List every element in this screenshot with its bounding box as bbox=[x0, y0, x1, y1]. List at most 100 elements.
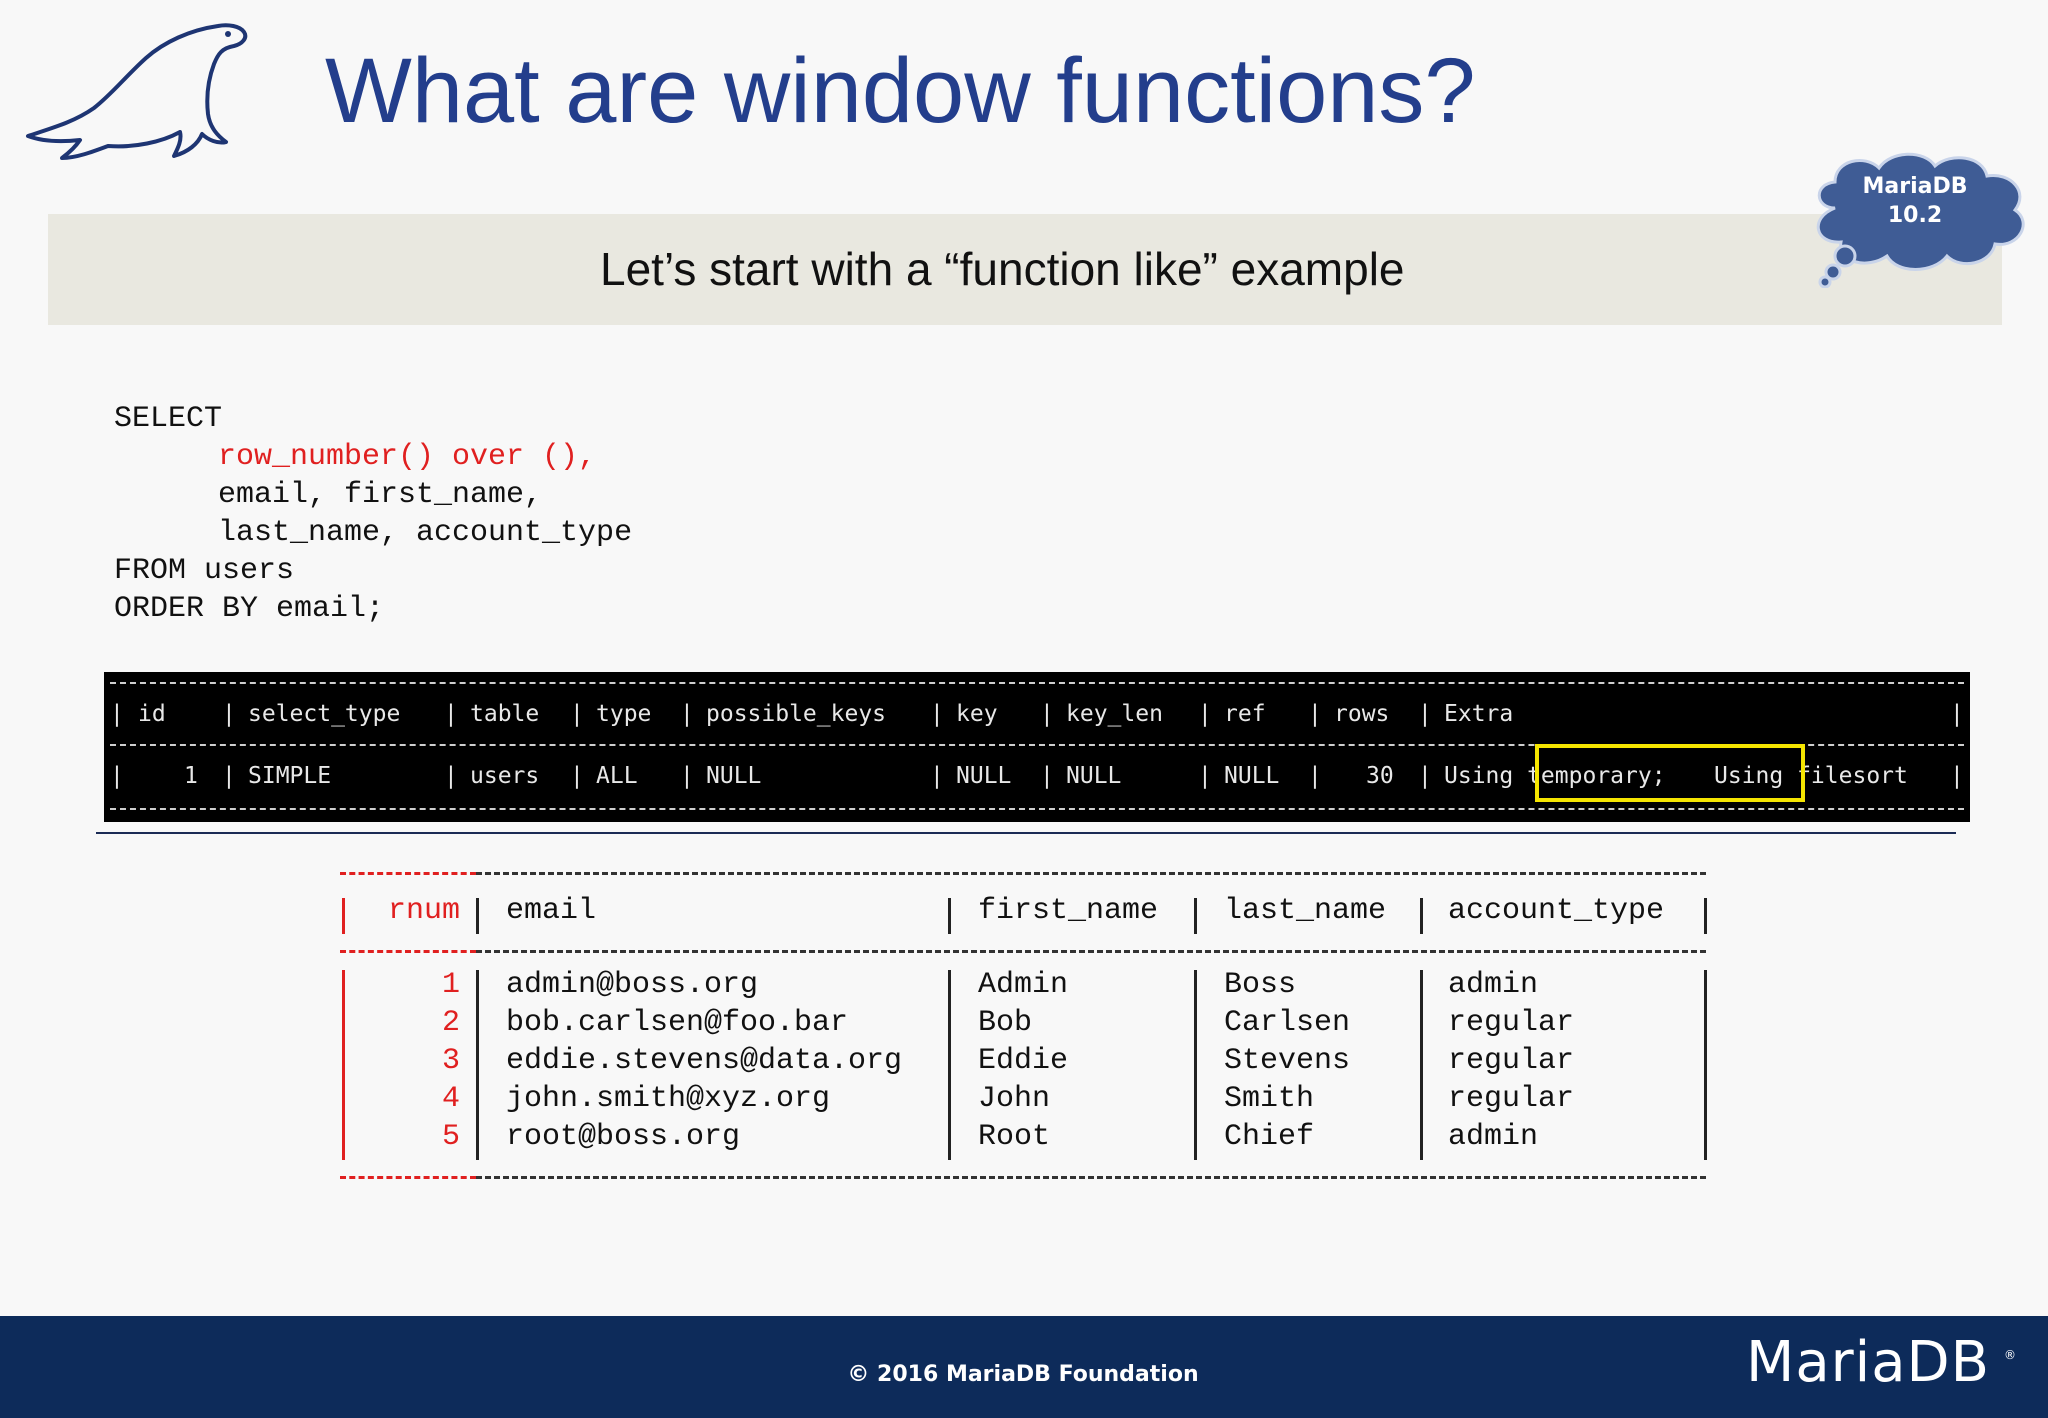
explain-pipe: | bbox=[1198, 701, 1212, 727]
result-row-rnum: 3 bbox=[441, 1044, 460, 1078]
sql-line-columns-2: last_name, account_type bbox=[218, 516, 633, 550]
result-row-last-name: Smith bbox=[1224, 1082, 1315, 1116]
result-row-account-type: regular bbox=[1448, 1044, 1575, 1078]
divider-line bbox=[96, 832, 1956, 834]
result-row-last-name: Boss bbox=[1224, 968, 1297, 1002]
explain-pipe: | bbox=[222, 701, 236, 727]
explain-header-table: table bbox=[470, 701, 540, 727]
result-row-email: eddie.stevens@data.org bbox=[506, 1044, 903, 1078]
result-row-first-name: Root bbox=[978, 1120, 1051, 1154]
result-row-account-type: admin bbox=[1448, 1120, 1539, 1154]
explain-pipe: | bbox=[570, 763, 584, 789]
explain-pipe: | bbox=[680, 763, 694, 789]
explain-pipe: | bbox=[930, 701, 944, 727]
explain-pipe: | bbox=[570, 701, 584, 727]
version-badge: MariaDB 10.2 bbox=[1855, 172, 1975, 230]
explain-header-key-len: key_len bbox=[1066, 701, 1163, 727]
result-header-email: email bbox=[506, 894, 597, 928]
result-vline bbox=[1194, 970, 1197, 1160]
explain-header-possible-keys: possible_keys bbox=[706, 701, 887, 727]
explain-cell-key-len: NULL bbox=[1066, 763, 1122, 789]
result-row-last-name: Carlsen bbox=[1224, 1006, 1351, 1040]
version-badge-line2: 10.2 bbox=[1887, 203, 1943, 228]
explain-header-ref: ref bbox=[1224, 701, 1266, 727]
result-vline bbox=[342, 970, 345, 1160]
result-row-rnum: 1 bbox=[441, 968, 460, 1002]
explain-header-extra: Extra bbox=[1444, 701, 1514, 727]
result-vline bbox=[342, 898, 345, 934]
version-cloud-icon bbox=[1816, 152, 2025, 288]
result-table: rnum email first_name last_name account_… bbox=[334, 858, 1714, 1190]
explain-cell-extra-temporary: Using temporary; bbox=[1444, 763, 1666, 789]
result-row-first-name: John bbox=[978, 1082, 1051, 1116]
explain-pipe: | bbox=[1198, 763, 1212, 789]
result-row-first-name: Bob bbox=[978, 1006, 1033, 1040]
version-badge-line1: MariaDB bbox=[1862, 174, 1968, 199]
footer-copyright: © 2016 MariaDB Foundation bbox=[0, 1362, 2048, 1387]
result-header-last-name: last_name bbox=[1224, 894, 1387, 928]
seal-logo-icon bbox=[26, 23, 248, 160]
footer-registered-mark: ® bbox=[2004, 1348, 2016, 1362]
result-vline bbox=[948, 898, 951, 934]
result-row-rnum: 2 bbox=[441, 1006, 460, 1040]
sql-line-from: FROM users bbox=[114, 554, 295, 588]
result-header-rnum: rnum bbox=[387, 894, 460, 928]
result-border-bottom-rnum bbox=[340, 1176, 476, 1179]
result-row-last-name: Stevens bbox=[1224, 1044, 1351, 1078]
explain-header-select-type: select_type bbox=[248, 701, 401, 727]
explain-pipe: | bbox=[1308, 701, 1322, 727]
explain-cell-extra-filesort: Using filesort bbox=[1714, 763, 1908, 789]
explain-pipe: | bbox=[680, 701, 694, 727]
explain-pipe: | bbox=[1418, 763, 1432, 789]
explain-cell-possible-keys: NULL bbox=[706, 763, 762, 789]
explain-pipe: | bbox=[1040, 701, 1054, 727]
explain-cell-rows: 30 bbox=[1366, 763, 1394, 789]
slide-title: What are window functions? bbox=[325, 40, 1476, 142]
explain-cell-select-type: SIMPLE bbox=[248, 763, 332, 789]
result-row-account-type: regular bbox=[1448, 1082, 1575, 1116]
result-header-account-type: account_type bbox=[1448, 894, 1665, 928]
result-row-email: john.smith@xyz.org bbox=[506, 1082, 831, 1116]
explain-pipe: | bbox=[1040, 763, 1054, 789]
explain-pipe-left: | bbox=[110, 763, 124, 789]
result-row-rnum: 4 bbox=[441, 1082, 460, 1116]
explain-header-id: id bbox=[138, 701, 166, 727]
sql-line-order: ORDER BY email; bbox=[114, 592, 385, 626]
footer-bar bbox=[0, 1316, 2048, 1418]
result-row-first-name: Admin bbox=[978, 968, 1069, 1002]
result-row-email: root@boss.org bbox=[506, 1120, 741, 1154]
result-vline bbox=[948, 970, 951, 1160]
result-border-top-rnum bbox=[340, 872, 476, 875]
result-header-first-name: first_name bbox=[978, 894, 1159, 928]
sql-line-columns-1: email, first_name, bbox=[218, 478, 543, 512]
explain-output: | id | select_type | table | type | poss… bbox=[104, 672, 1970, 822]
subtitle-label: Let’s start with a “function like” examp… bbox=[600, 243, 1405, 295]
footer-copyright-text: © 2016 MariaDB Foundation bbox=[847, 1362, 1199, 1387]
explain-pipe: | bbox=[930, 763, 944, 789]
explain-pipe: | bbox=[444, 701, 458, 727]
explain-pipe-right: | bbox=[1950, 763, 1964, 789]
explain-pipe: | bbox=[444, 763, 458, 789]
explain-pipe: | bbox=[1308, 763, 1322, 789]
explain-header-rows: rows bbox=[1334, 701, 1390, 727]
result-border-mid bbox=[476, 950, 1706, 953]
result-border-top bbox=[476, 872, 1706, 875]
explain-cell-key: NULL bbox=[956, 763, 1012, 789]
result-vline bbox=[1420, 970, 1423, 1160]
subtitle-text: Let’s start with a “function like” examp… bbox=[48, 214, 2048, 325]
result-row-rnum: 5 bbox=[441, 1120, 460, 1154]
explain-header-key: key bbox=[956, 701, 998, 727]
result-row-email: admin@boss.org bbox=[506, 968, 759, 1002]
explain-cell-type: ALL bbox=[596, 763, 638, 789]
explain-border-top bbox=[110, 682, 1964, 684]
explain-pipe-right: | bbox=[1950, 701, 1964, 727]
explain-cell-table: users bbox=[470, 763, 540, 789]
sql-line-select: SELECT bbox=[114, 402, 223, 436]
footer-brand-logo: MariaDB bbox=[1746, 1330, 1991, 1395]
explain-border-mid bbox=[110, 744, 1964, 746]
result-row-first-name: Eddie bbox=[978, 1044, 1069, 1078]
result-row-last-name: Chief bbox=[1224, 1120, 1315, 1154]
explain-pipe: | bbox=[222, 763, 236, 789]
